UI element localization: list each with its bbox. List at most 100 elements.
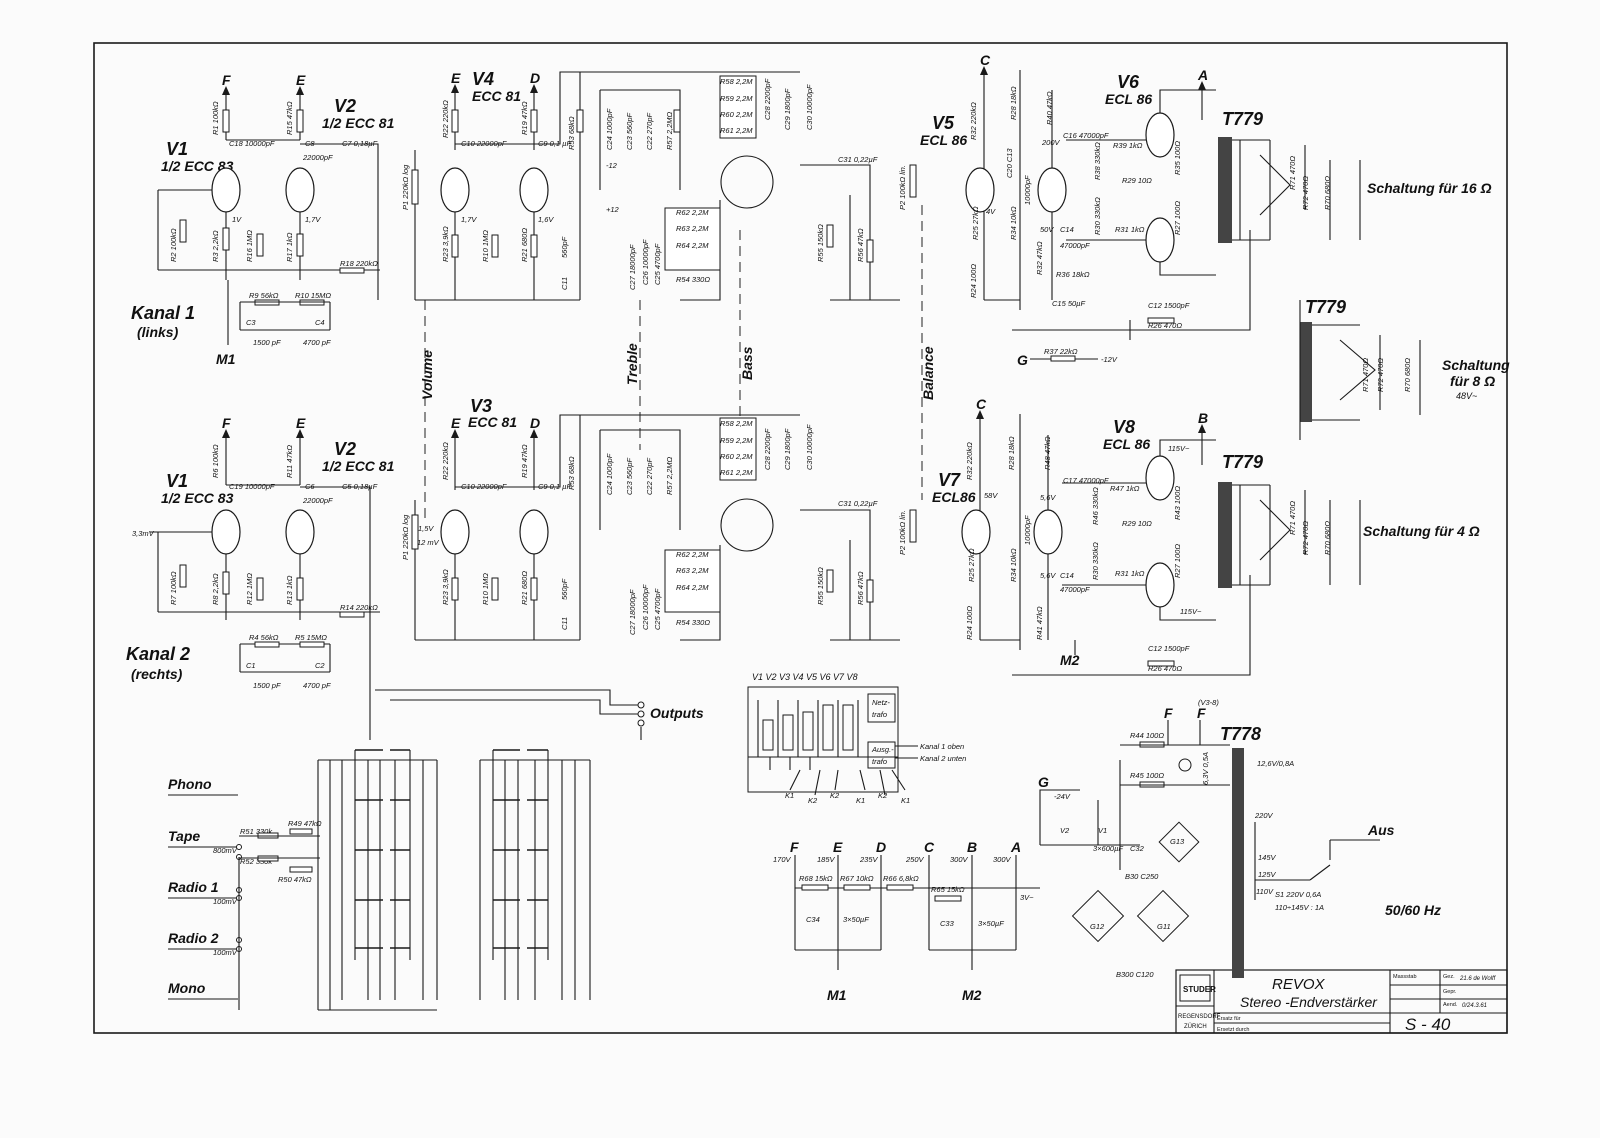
c12-label: C12 1500pF xyxy=(1148,301,1190,310)
schaltung8b: für 8 Ω xyxy=(1450,373,1495,389)
c30b-label: C30 10000pF xyxy=(805,424,814,470)
outputs-label: Outputs xyxy=(650,705,704,721)
ausgtrafo-box xyxy=(867,741,896,769)
c23b-label: C23 560pF xyxy=(625,457,634,495)
rail-d-v3: D xyxy=(530,415,540,431)
volume-label: Volume xyxy=(419,350,435,400)
v115b-volt: 115V~ xyxy=(1180,607,1202,616)
c28-label: C28 2200pF xyxy=(763,78,772,120)
r71-mid: R71 470Ω xyxy=(1361,358,1370,392)
r67-label: R67 10kΩ xyxy=(840,874,874,883)
c26-label: C26 10000pF xyxy=(641,239,650,285)
schaltung4: Schaltung für 4 Ω xyxy=(1363,523,1480,539)
c34-value: 3×50µF xyxy=(843,915,869,924)
tube-v3a xyxy=(440,509,470,555)
kanal2-label: Kanal 2 xyxy=(126,644,190,664)
r68-label: R68 15kΩ xyxy=(799,874,833,883)
ps-rail-f3: F xyxy=(1197,705,1206,721)
r57-label: R57 2,2MΩ xyxy=(665,111,674,150)
city1: REGENSDORF xyxy=(1178,1014,1221,1020)
v38-label: (V3-8) xyxy=(1198,698,1219,707)
k-label-1: K1 xyxy=(785,791,794,800)
r55b-label: R55 150kΩ xyxy=(816,567,825,605)
volt-a: 300V xyxy=(993,855,1012,864)
v2coil-label: V2 xyxy=(1060,826,1070,835)
r53b-label: R53 68kΩ xyxy=(567,456,576,490)
c13b-label: 10000pF xyxy=(1023,515,1032,545)
c25b-label: C25 4700pF xyxy=(653,588,662,630)
g11-label: G11 xyxy=(1157,922,1171,931)
r32b-label: R32 220kΩ xyxy=(965,442,974,480)
in33-label: 3,3mV xyxy=(132,529,155,538)
c26b-label: C26 10000pF xyxy=(641,584,650,630)
r72-bot: R72 470Ω xyxy=(1301,521,1310,555)
r15-label: R15 47kΩ xyxy=(285,101,294,135)
treble-label: Treble xyxy=(624,343,640,385)
rail-d-v4: D xyxy=(530,70,540,86)
tube-v7a xyxy=(961,509,991,555)
ausg-label2: trafo xyxy=(872,757,887,766)
c1-value: 1500 pF xyxy=(253,681,281,690)
ps-rail-a: A xyxy=(1010,839,1021,855)
ersetzt-durch: Ersetzt durch xyxy=(1217,1027,1249,1033)
c2-label: C2 xyxy=(315,661,325,670)
ps-m1: M1 xyxy=(827,987,847,1003)
aend-label: Aend. xyxy=(1443,1002,1458,1008)
v7-type: ECL86 xyxy=(932,489,976,505)
fuse1-label: S1 220V 0,6A xyxy=(1275,890,1321,899)
c24b-label: C24 1000pF xyxy=(605,453,614,495)
v50-volt: 50V xyxy=(1040,225,1054,234)
pilot-lamp xyxy=(1178,758,1192,772)
c24-label: C24 1000pF xyxy=(605,108,614,150)
v1coil-label: V1 xyxy=(1098,826,1107,835)
r5-label: R5 15MΩ xyxy=(295,633,327,642)
r10-label: R10 15MΩ xyxy=(295,291,331,300)
outputs-jacks[interactable]: Outputs xyxy=(375,689,704,740)
r51-label: R51 330k xyxy=(240,827,273,836)
volt-c: 250V xyxy=(905,855,925,864)
r40-label: R40 47kΩ xyxy=(1045,91,1054,125)
schaltung16: Schaltung für 16 Ω xyxy=(1367,180,1492,196)
c14-label: C14 xyxy=(1060,225,1074,234)
input-radio2: Radio 2 xyxy=(168,930,219,946)
r62b-label: R62 2,2M xyxy=(676,550,709,559)
schaltung8c: 48V~ xyxy=(1456,391,1477,401)
v17b-volt: 1,7V xyxy=(461,215,477,224)
poweramp-channel2: C V7 ECL86 R32 220kΩ R28 18kΩ R48 47kΩ C… xyxy=(932,396,1480,676)
k-label-5: K2 xyxy=(878,791,888,800)
v8-type: ECL 86 xyxy=(1103,436,1150,452)
r53-label: R53 68kΩ xyxy=(567,116,576,150)
r47-label: R47 1kΩ xyxy=(1110,484,1140,493)
r63-label: R63 2,2M xyxy=(676,224,709,233)
v4-type: ECC 81 xyxy=(472,88,521,104)
r29b-label: R29 10Ω xyxy=(1122,519,1152,528)
v2a-type: 1/2 ECC 81 xyxy=(322,115,395,131)
r34-label: R34 10kΩ xyxy=(1009,206,1018,240)
ausg-label: Ausg.- xyxy=(871,745,894,754)
r21b-label: R21 680Ω xyxy=(520,571,529,605)
v7-label: V7 xyxy=(938,470,961,490)
hz-label: 50/60 Hz xyxy=(1385,902,1441,918)
c4-value: 4700 pF xyxy=(303,338,331,347)
t779-top: T779 xyxy=(1222,109,1263,129)
c4-label: C4 xyxy=(315,318,325,327)
v5-label: V5 xyxy=(932,113,955,133)
c14b-value: 47000pF xyxy=(1060,585,1090,594)
r64b-label: R64 2,2M xyxy=(676,583,709,592)
rail-c-bot: C xyxy=(976,396,987,412)
gez-label: Gez. xyxy=(1443,974,1455,980)
logo-text: STUDER xyxy=(1183,985,1216,994)
rail-a-top: A xyxy=(1197,67,1208,83)
c28b-label: C28 2200pF xyxy=(763,428,772,470)
r42-label: R32 47kΩ xyxy=(1035,241,1044,275)
c15-label: C15 50µF xyxy=(1052,299,1086,308)
c33-label: C33 xyxy=(940,919,955,928)
r50-label: R50 47kΩ xyxy=(278,875,312,884)
c32-label: C32 xyxy=(1130,844,1145,853)
ps-rail-c: C xyxy=(924,839,935,855)
drawing-subtitle: Stereo -Endverstärker xyxy=(1240,994,1378,1010)
v15-volt: 1,5V xyxy=(418,524,434,533)
input-selector-switch[interactable] xyxy=(317,749,591,1011)
minus24-label: -24V xyxy=(1054,792,1071,801)
